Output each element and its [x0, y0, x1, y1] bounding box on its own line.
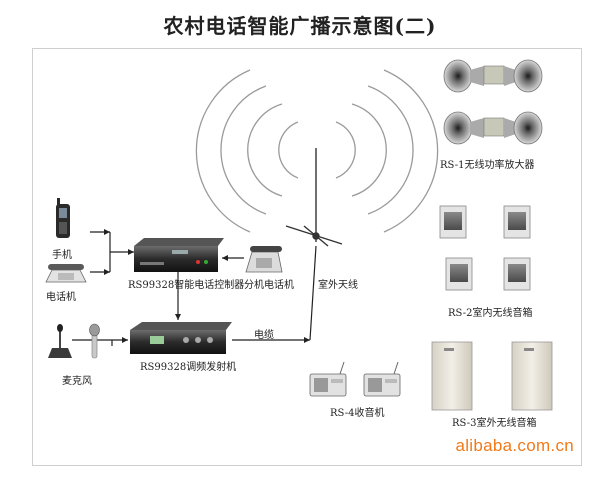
wave-right-4 [383, 69, 439, 233]
extension-phone-icon [245, 246, 283, 273]
wave-left-3 [220, 85, 267, 215]
page-title: 农村电话智能广播示意图(二) [163, 14, 437, 38]
indoor-speaker-icon [439, 205, 531, 291]
diagram-frame [32, 48, 582, 466]
rs3-label: RS-3室外无线音箱 [452, 418, 537, 429]
arrow-to-controller [128, 249, 134, 255]
arrow-mic [122, 337, 128, 343]
telephone-label: 电话机 [46, 292, 76, 303]
telephone-icon [45, 264, 87, 283]
outdoor-speaker-icon [431, 341, 553, 411]
wave-right-2 [351, 103, 387, 197]
arrow-to-transmitter [175, 314, 181, 320]
radio-icon [309, 361, 401, 397]
microphone-label: 麦克风 [62, 376, 92, 387]
antenna-icon [285, 148, 343, 247]
wave-right-1 [335, 121, 356, 179]
cellphone-label: 手机 [52, 250, 72, 261]
wave-left-4 [195, 69, 251, 233]
rs2-label: RS-2室内无线音箱 [448, 308, 533, 319]
wave-right-3 [367, 85, 414, 215]
cable-label: 电缆 [254, 330, 274, 341]
radio-waves [195, 69, 439, 233]
outdoor-antenna-label: 室外天线 [318, 280, 358, 291]
transmitter-label: RS99328调频发射机 [140, 362, 237, 373]
arrowheads [104, 229, 310, 343]
controller-device-icon [134, 238, 224, 272]
rs4-label: RS-4收音机 [330, 408, 385, 419]
connection-lines [72, 231, 317, 346]
wave-left-1 [278, 121, 299, 179]
microphone-icon [48, 323, 100, 359]
horn-speaker-row-1 [443, 59, 543, 93]
arrow-telephone [104, 269, 110, 275]
transmitter-device-icon [130, 322, 232, 354]
watermark: alibaba.com.cn [455, 436, 574, 455]
controller-label: RS99328智能电话控制器 [128, 280, 245, 291]
cellphone-icon [56, 198, 70, 238]
wave-left-2 [247, 103, 283, 197]
arrow-from-extension [222, 255, 228, 261]
horn-speaker-row-2 [443, 111, 543, 145]
extension-phone-label: 分机电话机 [244, 280, 294, 291]
rs1-label: RS-1无线功率放大器 [440, 160, 535, 171]
arrow-cable [304, 337, 310, 343]
arrow-cellphone [104, 229, 110, 235]
